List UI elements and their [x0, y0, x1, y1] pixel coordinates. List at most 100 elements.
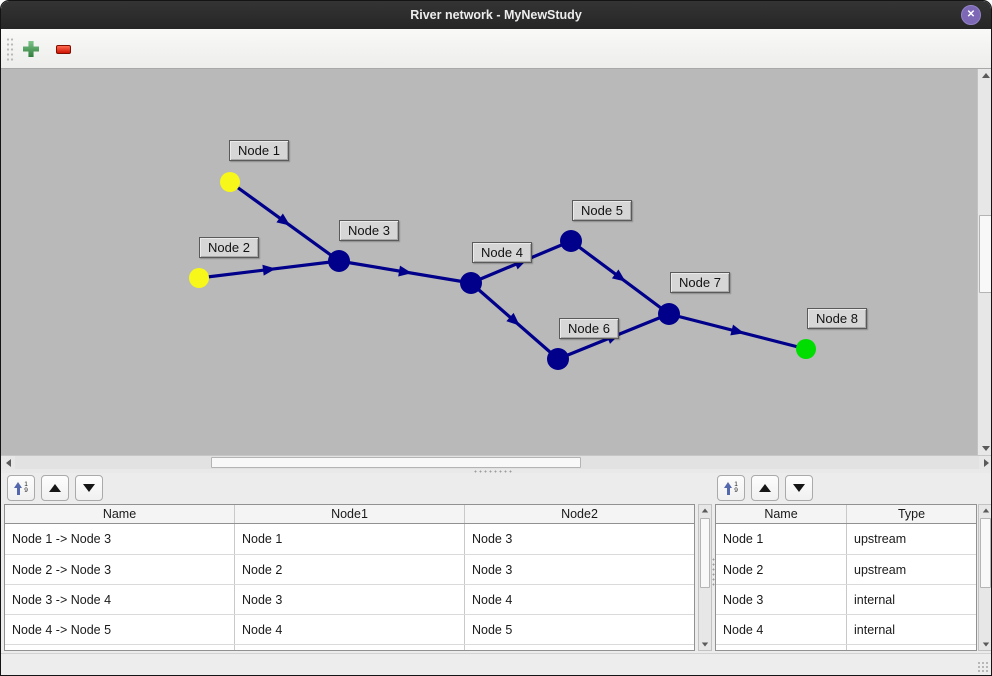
table-cell: Node 5 — [464, 615, 694, 644]
title-bar: River network - MyNewStudy ✕ — [1, 1, 991, 29]
horizontal-splitter[interactable] — [1, 469, 991, 473]
network-node[interactable] — [658, 303, 680, 325]
splitter-handle-icon — [473, 470, 513, 473]
down-arrow-icon — [793, 484, 805, 492]
remove-icon[interactable] — [56, 45, 71, 54]
table-row[interactable]: Node 2 upstream — [716, 554, 976, 584]
nodes-move-down-button[interactable] — [785, 475, 813, 501]
node-label[interactable]: Node 1 — [229, 140, 289, 161]
scroll-down-icon[interactable] — [699, 639, 711, 650]
edge-arrow-icon — [611, 269, 626, 282]
nodes-move-up-button[interactable] — [751, 475, 779, 501]
nodes-table-vscrollbar[interactable] — [978, 504, 991, 651]
network-canvas[interactable]: Node 1 Node 2 Node 3 Node 4 Node 5 Node 6 Node… — [1, 69, 977, 455]
table-cell: Node 1 — [234, 524, 464, 554]
scroll-down-icon[interactable] — [978, 442, 991, 455]
network-node[interactable] — [220, 172, 240, 192]
status-bar — [1, 653, 991, 675]
node-label[interactable]: Node 4 — [472, 242, 532, 263]
table-cell: Node 2 -> Node 3 — [12, 562, 112, 577]
node-label[interactable]: Node 6 — [559, 318, 619, 339]
scroll-left-icon[interactable] — [1, 456, 15, 469]
table-row[interactable]: Node 1 upstream — [716, 524, 976, 554]
network-node[interactable] — [328, 250, 350, 272]
table-cell: Node 1 — [723, 532, 764, 546]
table-cell: Node 3 — [464, 524, 694, 554]
table-row[interactable]: Node 3 internal — [716, 584, 976, 614]
reaches-vscroll-thumb[interactable] — [700, 518, 710, 588]
reaches-move-up-button[interactable] — [41, 475, 69, 501]
network-node[interactable] — [189, 268, 209, 288]
column-header[interactable]: Node1 — [234, 505, 464, 523]
node-label[interactable]: Node 7 — [670, 272, 730, 293]
table-cell: Node 3 — [234, 585, 464, 614]
table-cell — [846, 645, 976, 650]
reaches-move-down-button[interactable] — [75, 475, 103, 501]
scroll-down-icon[interactable] — [979, 639, 991, 650]
node-label[interactable]: Node 3 — [339, 220, 399, 241]
canvas-vscrollbar[interactable] — [977, 69, 991, 455]
table-cell: Node 3 — [723, 592, 764, 607]
toolbar-drag-handle[interactable] — [6, 37, 15, 61]
close-icon: ✕ — [966, 9, 976, 20]
table-cell: Node 3 — [464, 555, 694, 584]
scroll-right-icon[interactable] — [979, 456, 991, 469]
up-arrow-icon — [49, 484, 61, 492]
table-cell: Node 2 — [723, 562, 764, 577]
scroll-up-icon[interactable] — [979, 505, 991, 516]
nodes-vscroll-thumb[interactable] — [980, 518, 991, 588]
table-cell: upstream — [846, 524, 976, 554]
table-cell: Node 3 -> Node 4 — [12, 592, 112, 607]
column-header[interactable]: Name — [764, 507, 798, 521]
table-cell: internal — [846, 585, 976, 614]
table-cell: Node 4 — [464, 585, 694, 614]
edge-arrow-icon — [398, 265, 412, 277]
network-node[interactable] — [560, 230, 582, 252]
panel-splitter[interactable] — [712, 473, 715, 653]
column-header[interactable]: Node2 — [464, 505, 694, 523]
node-label[interactable]: Node 2 — [199, 237, 259, 258]
table-cell: Node 2 — [234, 555, 464, 584]
network-node[interactable] — [547, 348, 569, 370]
network-node[interactable] — [460, 272, 482, 294]
node-label[interactable]: Node 8 — [807, 308, 867, 329]
table-header-row: Name Type — [716, 505, 976, 524]
edge-arrow-icon — [730, 324, 745, 336]
splitter-handle-icon — [712, 557, 715, 587]
table-cell — [5, 645, 234, 650]
table-cell: Node 4 -> Node 5 — [12, 622, 112, 637]
node-label[interactable]: Node 5 — [572, 200, 632, 221]
scroll-up-icon[interactable] — [978, 69, 991, 82]
edge-arrow-icon — [506, 312, 520, 326]
table-row[interactable] — [716, 644, 976, 650]
canvas-vscroll-thumb[interactable] — [979, 215, 991, 293]
close-button[interactable]: ✕ — [961, 5, 981, 25]
add-icon[interactable] — [23, 41, 39, 57]
scroll-up-icon[interactable] — [699, 505, 711, 516]
main-toolbar — [1, 29, 991, 69]
column-header[interactable]: Type — [846, 505, 976, 523]
table-cell: upstream — [846, 555, 976, 584]
network-node[interactable] — [796, 339, 816, 359]
canvas-hscroll-thumb[interactable] — [211, 457, 581, 468]
resize-grip-icon[interactable] — [977, 661, 989, 673]
column-header[interactable]: Name — [102, 507, 137, 521]
edge-arrow-icon — [262, 264, 276, 276]
reaches-table-vscrollbar[interactable] — [698, 504, 712, 651]
canvas-hscrollbar[interactable] — [1, 455, 991, 469]
table-cell: Node 4 — [723, 622, 764, 637]
table-row[interactable] — [5, 644, 694, 650]
table-cell — [234, 645, 464, 650]
